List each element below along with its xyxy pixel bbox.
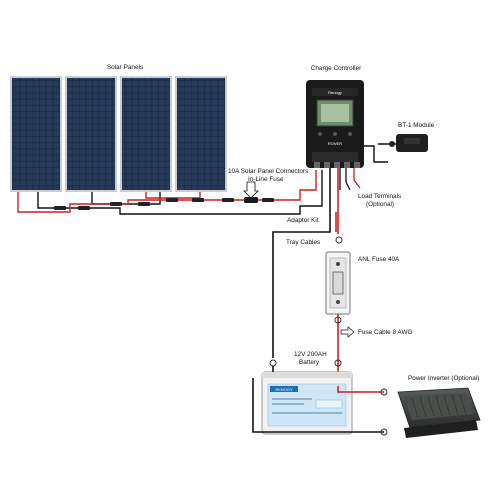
ring-terminal-icon [335,236,343,244]
inline-fuse-label: In-Line Fuse [248,176,284,183]
solar-connectors-label: 10A Solar Panel Connectors [228,168,308,175]
fuse-cable-label: Fuse Cable 8 AWG [358,329,412,336]
solar-panel-4 [175,76,227,192]
controller-model: ROVER [328,141,342,146]
charge-controller: Renogy ROVER [306,80,364,168]
ring-terminal-icon [380,388,388,396]
controller-button-icon [348,132,352,136]
load-terminal-wires [339,168,361,191]
adaptor-kit-label: Adaptor Kit [287,217,319,224]
ring-terminal-icon [334,316,342,324]
tray-cable-wires [272,168,339,358]
battery-label: Battery [299,359,320,366]
solar-panel-3 [120,76,172,192]
battery-positive-terminal-icon [334,359,342,367]
power-inverter [397,387,481,438]
power-inverter-label: Power Inverter (Optional) [408,375,479,382]
mc4-connectors [54,198,274,210]
solar-panel-2 [65,76,117,192]
battery-negative-terminal-icon [269,359,277,367]
anl-fuse [325,251,351,315]
solar-panel-array [10,76,227,192]
controller-brand: Renogy [328,90,342,95]
charge-controller-label: Charge Controller [311,65,362,72]
solar-panel-1 [10,76,62,192]
load-terminals-optional-label: (Optional) [366,201,394,208]
connector-arrow-icon [243,181,259,199]
solar-panels-label: Solar Panels [107,64,143,71]
bt-cable [363,145,388,163]
controller-button-icon [333,132,337,136]
fuse-cable-arrow-icon [340,326,355,338]
battery: RENOGY [261,371,353,435]
controller-button-icon [318,132,322,136]
anl-fuse-label: ANL Fuse 40A [358,256,400,263]
inline-fuse [244,197,258,203]
tray-cables-label: Tray Cables [286,239,320,246]
load-terminals-label: Load Terminals [358,193,401,200]
inverter-wires [252,378,384,433]
ring-terminal-icon [380,428,388,436]
battery-brand: RENOGY [275,387,293,392]
battery-capacity-label: 12V 200AH [294,351,327,358]
bt-module [378,134,428,152]
bt-module-label: BT-1 Module [398,122,435,129]
